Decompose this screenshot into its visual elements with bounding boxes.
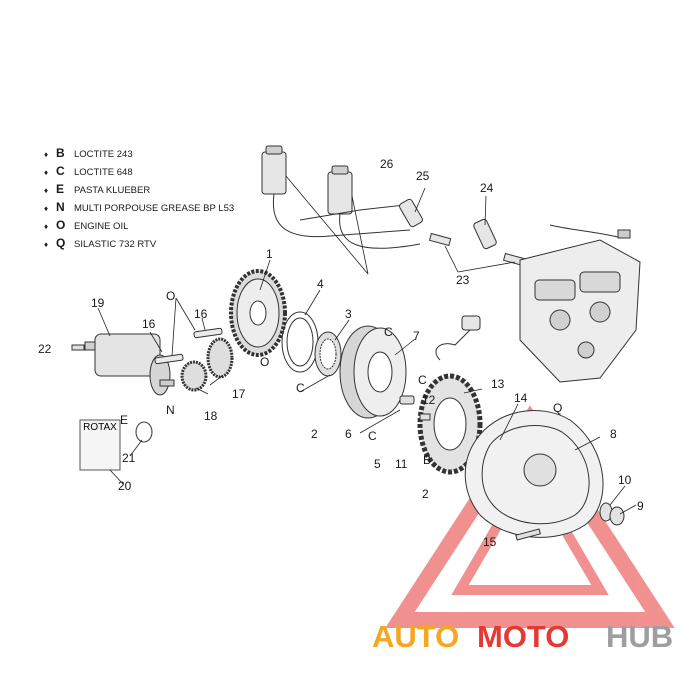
marker-c-gear: C	[418, 373, 427, 387]
callout-25: 25	[416, 169, 430, 183]
svg-text:ROTAX: ROTAX	[83, 422, 117, 433]
generator-cover	[464, 409, 604, 538]
callout-6: 6	[345, 427, 352, 441]
callout-1: 1	[266, 247, 273, 261]
callout-2a: 2	[311, 427, 318, 441]
callout-15: 15	[483, 535, 497, 549]
callout-14: 14	[514, 391, 528, 405]
drop-icon: ♦	[44, 240, 49, 249]
markers: O O C C C C B E N Q	[120, 289, 562, 467]
callout-26: 26	[380, 157, 394, 171]
marker-c-cover: C	[296, 381, 305, 395]
large-gear	[229, 269, 287, 357]
watermark-moto: MOTO	[477, 619, 569, 654]
callout-18: 18	[204, 409, 218, 423]
callout-19: 19	[91, 296, 105, 310]
callout-13: 13	[491, 377, 505, 391]
leader-lines	[97, 175, 637, 515]
callout-10: 10	[618, 473, 632, 487]
marker-b-stator: B	[423, 453, 431, 467]
callout-8: 8	[610, 427, 617, 441]
marker-c-bolt: C	[368, 429, 377, 443]
spark-plug-caps	[399, 198, 526, 267]
callout-3: 3	[345, 307, 352, 321]
callout-21: 21	[122, 451, 136, 465]
cover-plug	[599, 502, 625, 526]
callout-5: 5	[374, 457, 381, 471]
shafts	[154, 327, 223, 365]
watermark-auto: AUTO	[372, 619, 459, 654]
callout-16a: 16	[142, 317, 156, 331]
drop-icon: ♦	[44, 150, 49, 159]
drop-icon: ♦	[44, 168, 49, 177]
callout-11: 11	[395, 457, 408, 471]
o-ring	[135, 421, 153, 443]
marker-n-starter: N	[166, 403, 175, 417]
manual: ROTAX	[79, 419, 121, 471]
starter-motor	[84, 333, 175, 396]
freewheel-ring	[281, 311, 319, 373]
callout-4: 4	[317, 277, 324, 291]
stator	[417, 315, 483, 475]
callout-9: 9	[637, 499, 644, 513]
callout-24: 24	[480, 181, 494, 195]
callout-20: 20	[118, 479, 132, 493]
callout-16b: 16	[194, 307, 208, 321]
marker-c-flywheel: C	[384, 325, 393, 339]
callout-23: 23	[456, 273, 470, 287]
engine-head	[519, 224, 641, 383]
flywheel	[339, 325, 407, 419]
intermediate-gears	[180, 337, 234, 392]
watermark-hub: HUB	[606, 619, 673, 654]
callout-17: 17	[232, 387, 246, 401]
callout-12: 12	[422, 393, 436, 407]
bolts	[71, 344, 541, 541]
marker-q-cover: Q	[553, 401, 562, 415]
callouts: 1 2 2 3 4 5 6 7 8 9 10 11 12 13 14 15 16…	[38, 157, 644, 549]
bearing	[314, 331, 342, 377]
drop-icon: ♦	[44, 204, 49, 213]
callout-2b: 2	[422, 487, 429, 501]
marker-e-starter: E	[120, 413, 128, 427]
callout-7: 7	[413, 329, 420, 343]
callout-22: 22	[38, 342, 52, 356]
watermark-logo: AUTO MOTO HUB	[372, 619, 673, 654]
drop-icon: ♦	[44, 186, 49, 195]
marker-o-mid: O	[260, 355, 269, 369]
ignition-coils	[261, 145, 421, 249]
marker-o-top: O	[166, 289, 175, 303]
drop-icon: ♦	[44, 222, 49, 231]
